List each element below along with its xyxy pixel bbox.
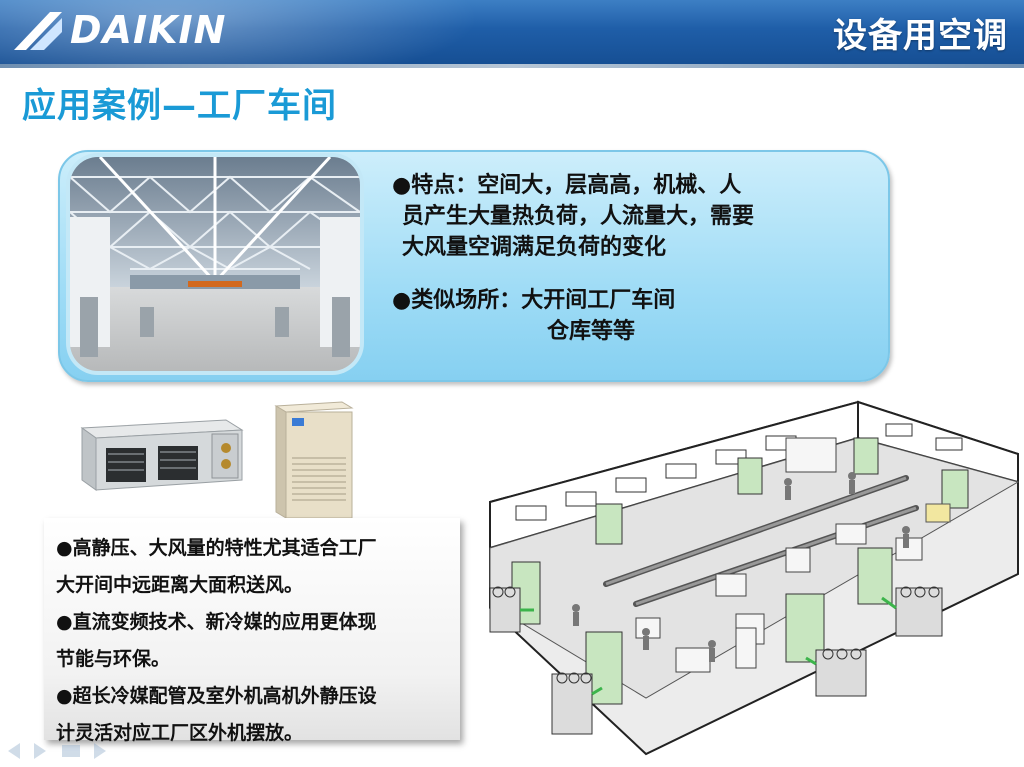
benefit-2-line-2: 节能与环保。	[56, 648, 171, 670]
places-line-1: ●类似场所：大开间工厂车间	[392, 288, 676, 313]
features-line-2: 员产生大量热负荷，人流量大，需要	[402, 204, 755, 229]
features-line-3: 大风量空调满足负荷的变化	[402, 235, 667, 260]
features-spacer	[392, 263, 872, 285]
benefit-3-line-1: ●超长冷媒配管及室外机高机外静压设	[56, 685, 377, 707]
slide-nav-arrows-icon[interactable]	[6, 740, 136, 762]
cabinet-air-conditioner-image	[274, 401, 354, 519]
benefit-1-line-2: 大开间中远距离大面积送风。	[56, 574, 304, 596]
benefit-2-line-1: ●直流变频技术、新冷媒的应用更体现	[56, 611, 377, 633]
brand-name: DAIKIN	[70, 8, 227, 52]
header-bar: DAIKIN 设备用空调	[0, 0, 1024, 64]
daikin-logo-icon	[14, 12, 62, 50]
header-title: 设备用空调	[833, 16, 1008, 56]
features-text: ●特点：空间大，层高高，机械、人 员产生大量热负荷，人流量大，需要 大风量空调满…	[392, 170, 872, 347]
factory-interior-photo	[70, 157, 360, 371]
header-glow	[0, 0, 480, 64]
ducted-indoor-unit-image	[80, 419, 244, 491]
header-divider	[0, 64, 1024, 68]
benefits-list: ●高静压、大风量的特性尤其适合工厂 大开间中远距离大面积送风。 ●直流变频技术、…	[56, 530, 454, 752]
features-line-1: ●特点：空间大，层高高，机械、人	[392, 173, 742, 198]
benefit-3-line-2: 计灵活对应工厂区外机摆放。	[56, 722, 304, 744]
benefits-card	[44, 518, 460, 740]
factory-floor-layout-illustration	[489, 400, 1020, 756]
places-line-2: 仓库等等	[547, 319, 636, 344]
benefit-1-line-1: ●高静压、大风量的特性尤其适合工厂	[56, 537, 377, 559]
page-title: 应用案例—工厂车间	[22, 86, 337, 126]
